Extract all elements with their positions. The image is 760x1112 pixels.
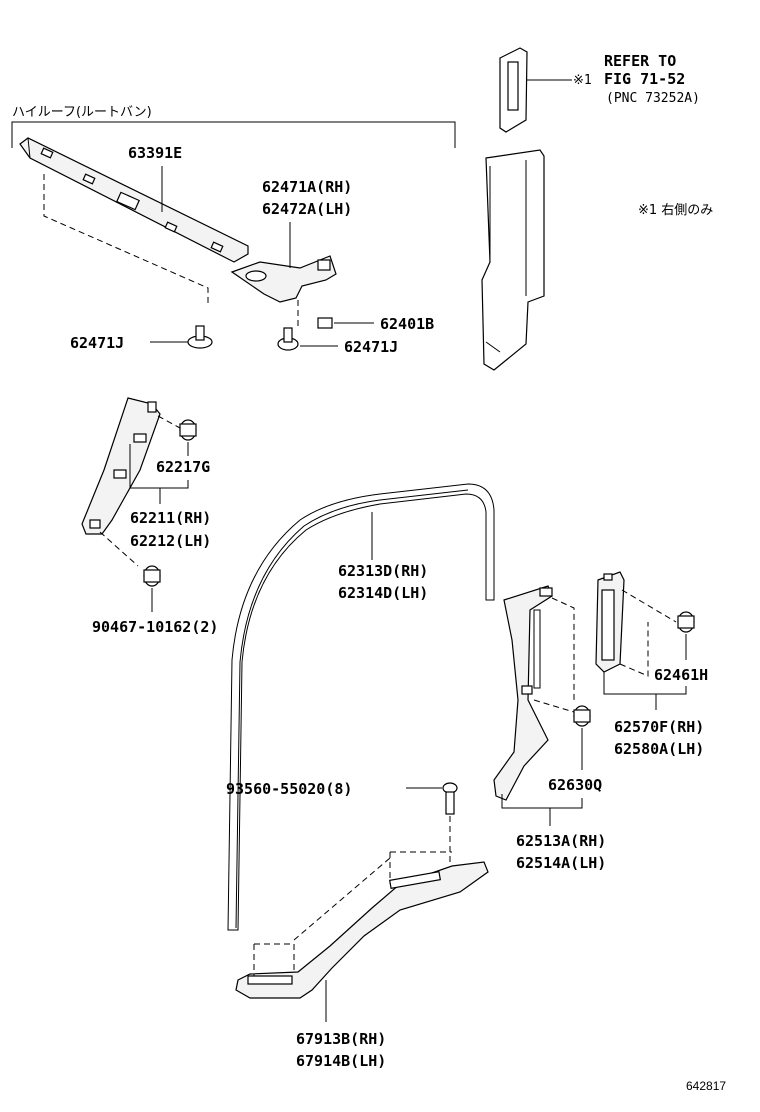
refer-line-2: FIG 71-52 [604,70,685,88]
clip-62630Q [573,705,591,727]
label-62570F: 62570F(RH) [614,718,704,736]
clip-62461H [677,611,695,633]
clip-62217G [179,419,197,441]
label-62471A: 62471A(RH) [262,178,352,196]
door-weatherstrip [227,483,495,931]
label-90467: 90467-10162(2) [92,618,218,636]
clip-90467 [143,565,161,587]
label-62211: 62211(RH) [130,509,211,527]
label-62471J-left: 62471J [70,334,124,352]
label-62630Q: 62630Q [548,776,602,794]
label-62212: 62212(LH) [130,532,211,550]
label-63391E: 63391E [128,144,182,162]
clip-62471J-left [187,325,213,349]
refer-mark: ※1 [573,73,592,88]
bracket-62513A [501,794,583,809]
refer-line-3: (PNC 73252A) [606,91,700,106]
label-62461H: 62461H [654,666,708,684]
pad-62401B [317,317,333,329]
label-67913B: 67913B(RH) [296,1030,386,1048]
note-right-only: ※1 右側のみ [638,203,713,218]
bracket-62211 [129,444,189,489]
center-pillar-lower-trim [493,585,553,801]
label-67914B: 67914B(LH) [296,1052,386,1070]
label-62217G: 62217G [156,458,210,476]
dash-63391E [43,174,209,304]
figure-id: 642817 [686,1079,726,1093]
scuff-plate [235,861,489,999]
quarter-trim [595,571,625,673]
label-62314D: 62314D(LH) [338,584,428,602]
bracket-62570F [603,672,687,695]
roof-header-trim [19,137,249,263]
pillar-upper-trim [481,149,545,371]
label-93560: 93560-55020(8) [226,780,352,798]
label-62513A: 62513A(RH) [516,832,606,850]
group-label: ハイルーフ(ルートバン) [12,105,152,120]
reference-trim-part [499,47,572,133]
a-pillar-trim [81,397,161,535]
label-62472A: 62472A(LH) [262,200,352,218]
refer-line-1: REFER TO [604,52,676,70]
label-62401B: 62401B [380,315,434,333]
label-62471J-right: 62471J [344,338,398,356]
label-62580A: 62580A(LH) [614,740,704,758]
group-bracket [11,121,456,148]
corner-trim [230,255,337,303]
clip-62471J-right [277,327,299,351]
label-62313D: 62313D(RH) [338,562,428,580]
screw-93560 [442,782,458,815]
label-62514A: 62514A(LH) [516,854,606,872]
